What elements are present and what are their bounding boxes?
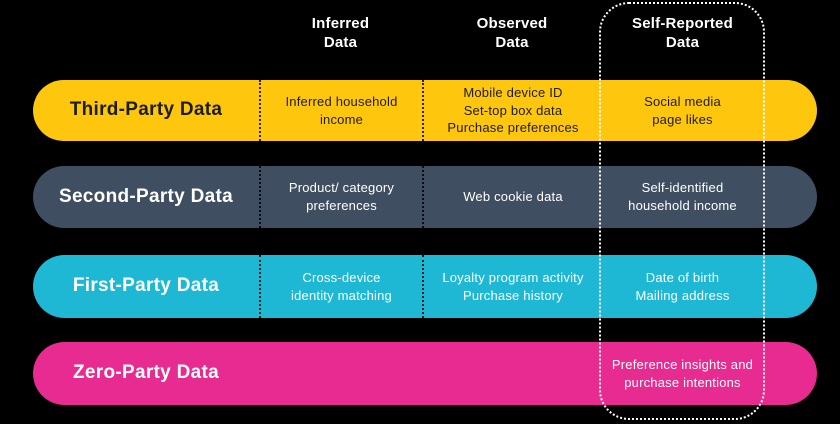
cell-third-party-observed: Mobile device ID Set-top box data Purcha… — [422, 80, 602, 141]
row-first-party-data: First-Party Data Cross-device identity m… — [33, 255, 817, 318]
cell-first-party-observed: Loyalty program activity Purchase histor… — [422, 255, 602, 318]
row-second-party-data: Second-Party Data Product/ category pref… — [33, 166, 817, 228]
cell-second-party-observed: Web cookie data — [422, 166, 602, 228]
cell-third-party-self-reported: Social media page likes — [644, 93, 721, 127]
row-end-cap — [763, 342, 817, 405]
row-label-second-party: Second-Party Data — [58, 185, 234, 207]
row-label-third-party: Third-Party Data — [69, 99, 223, 121]
column-header-inferred-data: Inferred Data — [311, 15, 370, 52]
cell-zero-party-observed — [422, 342, 602, 405]
cell-zero-party-self-reported: Preference insights and purchase intenti… — [611, 356, 754, 390]
row-end-cap — [763, 255, 817, 318]
cell-first-party-self-reported: Date of birth Mailing address — [635, 269, 730, 303]
cell-second-party-self-reported: Self-identified household income — [628, 180, 737, 213]
row-zero-party-data: Zero-Party Data Preference insights and … — [33, 342, 817, 405]
column-header-observed-data: Observed Data — [476, 15, 548, 52]
cell-zero-party-inferred — [259, 342, 422, 405]
row-label-first-party: First-Party Data — [72, 275, 220, 297]
cell-second-party-inferred: Product/ category preferences — [259, 166, 422, 228]
cell-first-party-inferred: Cross-device identity matching — [259, 255, 422, 318]
row-label-zero-party: Zero-Party Data — [73, 362, 219, 384]
cell-third-party-inferred: Inferred household income — [259, 80, 422, 141]
row-third-party-data: Third-Party Data Inferred household inco… — [33, 80, 817, 141]
row-end-cap — [763, 80, 817, 141]
row-end-cap — [763, 166, 817, 228]
column-header-self-reported-data: Self-Reported Data — [632, 15, 733, 52]
